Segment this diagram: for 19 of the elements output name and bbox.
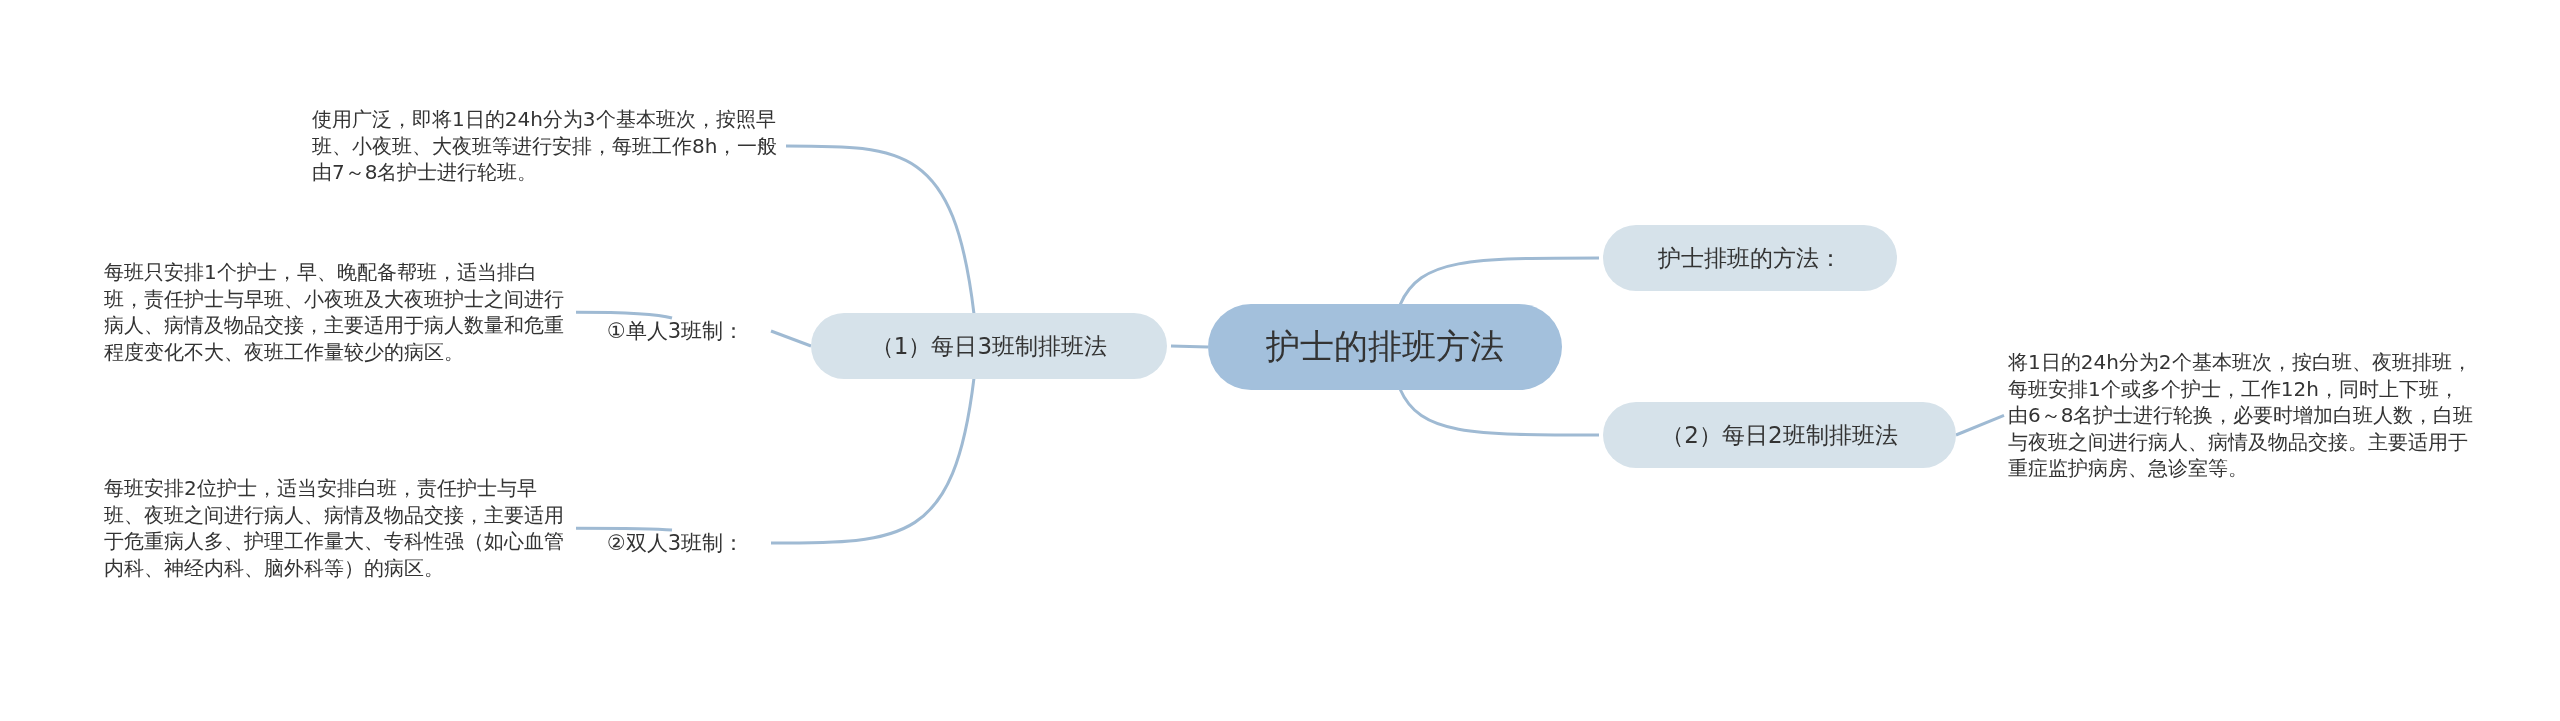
- connector-line: [771, 377, 976, 545]
- topic-box: （2）每日2班制排班法: [1603, 402, 1956, 468]
- connector-line: [1398, 388, 1599, 437]
- connector-line: [576, 310, 673, 320]
- connector-line: [770, 329, 812, 348]
- description-text: 每班只安排1个护士，早、晚配备帮班，适当排白班，责任护士与早班、小夜班及大夜班护士之间进行病人、病情及物品交接，主要适用于病人数量和危重程度变化不大、夜班工作量较少的病区。: [104, 259, 572, 366]
- connector-line: [1170, 344, 1209, 349]
- topic-box: （1）每日3班制排班法: [811, 313, 1167, 379]
- central-topic: 护士的排班方法: [1208, 304, 1562, 390]
- topic-box: 护士排班的方法：: [1603, 225, 1897, 291]
- connector-line: [576, 526, 673, 532]
- connector-line: [786, 144, 976, 315]
- description-text: 每班安排2位护士，适当安排白班，责任护士与早班、夜班之间进行病人、病情及物品交接，主要适用于危重病人多、护理工作量大、专科性强（如心血管内科、神经内科、脑外科等）的病区。: [104, 475, 572, 582]
- subtopic-text: ①单人3班制：: [607, 317, 767, 345]
- description-text: 将1日的24h分为2个基本班次，按白班、夜班排班，每班安排1个或多个护士，工作12h，同时上下班，由6～8名护士进行轮换，必要时增加白班人数，白班与夜班之间进行病人、病情及物品交接。主要适用于重症监护病房、急诊室等。: [2008, 349, 2478, 482]
- description-text: 使用广泛，即将1日的24h分为3个基本班次，按照早班、小夜班、大夜班等进行安排，每班工作8h，一般由7～8名护士进行轮班。: [312, 106, 782, 186]
- connector-line: [1955, 414, 2005, 437]
- connector-line: [1398, 256, 1599, 306]
- subtopic-text: ②双人3班制：: [607, 529, 767, 557]
